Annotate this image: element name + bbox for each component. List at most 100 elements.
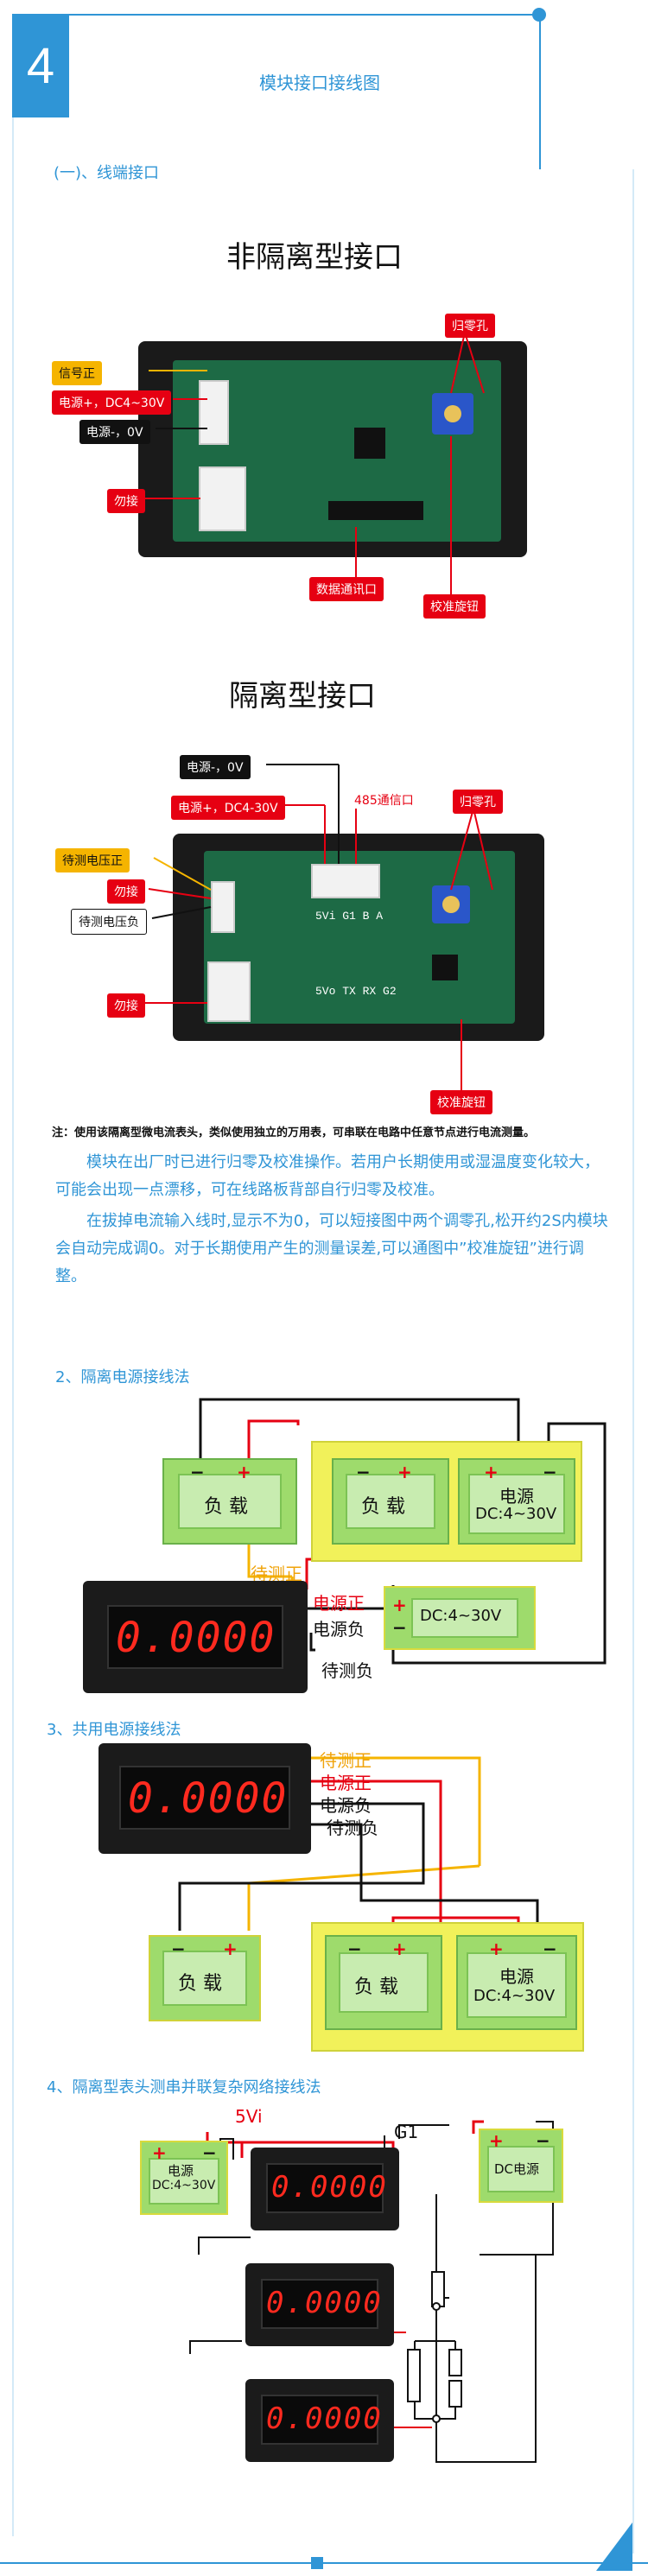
meter-display: 0.0000 [128, 1774, 289, 1823]
power-label: 电源 [499, 1966, 534, 1987]
note-text: 注：使用该隔离型微电流表头，类似使用独立的万用表，可串联在电路中任意节点进行电流… [52, 1126, 536, 1139]
step3-power: + − 电源 DC:4~30V [456, 1935, 577, 2030]
right-rail [632, 169, 634, 2554]
label-rs485: 485通信口 [354, 794, 414, 808]
subsection-title: (一)、线端接口 [54, 164, 160, 182]
paragraph-2-text: 在拔掉电流输入线时,显示不为0，可以短接图中两个调零孔,松开约2S内模块会自动完… [55, 1212, 608, 1285]
power-range: DC:4~30V [152, 2179, 216, 2192]
board-text-1: 5Vi G1 B A [315, 910, 384, 923]
minus-sign: − [356, 1462, 371, 1482]
paragraph-2: 在拔掉电流输入线时,显示不为0，可以短接图中两个调零孔,松开约2S内模块会自动完… [55, 1208, 608, 1291]
power-range: DC:4~30V [475, 1505, 557, 1523]
plus-sign: + [392, 1938, 407, 1959]
diagram1-title: 非隔离型接口 [226, 240, 403, 275]
left-rail [12, 117, 14, 2536]
step2-power: + − 电源 DC:4~30V [458, 1458, 575, 1545]
minus-sign: − [543, 1462, 557, 1482]
plus-sign: + [223, 1938, 238, 1959]
minus-sign: − [392, 1617, 407, 1638]
diagram2-title: 隔离型接口 [229, 679, 376, 714]
minus-sign: − [190, 1462, 205, 1482]
label-no-connect-2: 勿接 [107, 879, 145, 904]
step2-power-neg: 电源负 [313, 1619, 365, 1640]
step2-measure-neg: 待测负 [321, 1660, 373, 1681]
label-measure-neg: 待测电压负 [71, 909, 147, 935]
diagram1-leaders [145, 332, 485, 594]
header-line [69, 14, 536, 16]
label-no-connect-3: 勿接 [107, 993, 145, 1018]
meter-display: 0.0000 [271, 2170, 388, 2205]
meter-display: 0.0000 [266, 2402, 383, 2436]
step3-load-2: − + 负 载 [325, 1935, 442, 2030]
step2-meter: 0.0000 [83, 1581, 308, 1693]
power-label: DC电源 [494, 2161, 540, 2177]
minus-sign: − [536, 2130, 550, 2151]
diagram2-leaders [145, 764, 493, 1090]
plus-sign: + [397, 1462, 412, 1482]
step2-load-2: − + 负 载 [332, 1458, 449, 1545]
step3-power-pos: 电源正 [320, 1773, 372, 1793]
meter-display: 0.0000 [116, 1614, 276, 1662]
power-range: DC:4~30V [473, 1987, 556, 2005]
step3-meter: 0.0000 [98, 1743, 311, 1854]
paragraph-1: 模块在出厂时已进行归零及校准操作。若用户长期使用或湿温度变化较大，可能会出现一点… [55, 1149, 608, 1204]
step2-title: 2、隔离电源接线法 [55, 1368, 190, 1386]
plus-sign: + [152, 2142, 167, 2163]
step4-title: 4、隔离型表头测串并联复杂网络接线法 [47, 2078, 321, 2097]
board-text-2: 5Vo TX RX G2 [315, 985, 397, 998]
footer-square [311, 2557, 323, 2569]
plus-sign: + [237, 1462, 251, 1482]
minus-sign: − [543, 1938, 557, 1959]
plus-sign: + [489, 2130, 504, 2151]
step2-load-1: − + 负 载 [162, 1458, 297, 1545]
step4-right-power: + − DC电源 [479, 2129, 563, 2203]
step4-meter-3: 0.0000 [245, 2379, 394, 2462]
minus-sign: − [347, 1938, 362, 1959]
psu-label: DC:4~30V [420, 1607, 502, 1625]
load-label: 负 载 [178, 1973, 222, 1995]
step4-meter-1: 0.0000 [251, 2148, 399, 2230]
step4-5vi: 5Vi [235, 2106, 263, 2127]
label-data-port: 数据通讯口 [309, 577, 384, 601]
plus-sign: + [484, 1462, 499, 1482]
diagram1-pcb [138, 341, 527, 574]
footer-line [0, 2562, 648, 2564]
step3-title: 3、共用电源接线法 [47, 1721, 181, 1739]
step2-psu: + − DC:4~30V [384, 1586, 536, 1650]
plus-sign: + [392, 1595, 407, 1615]
step4-meter-2: 0.0000 [245, 2263, 394, 2346]
section-number: 4 [12, 14, 69, 117]
minus-sign: − [202, 2142, 217, 2163]
footer-triangle [596, 2522, 632, 2571]
header-line-vertical [539, 14, 541, 169]
label-power-pos: 电源+，DC4~30V [52, 390, 172, 415]
label-zero-hole: 归零孔 [445, 314, 495, 338]
step3-load-1: − + 负 载 [149, 1935, 261, 2021]
step3-power-neg: 电源负 [320, 1795, 372, 1816]
load-label: 负 载 [361, 1496, 405, 1518]
label-measure-pos: 待测电压正 [55, 848, 130, 872]
section-title: 模块接口接线图 [259, 73, 380, 93]
paragraph-1-text: 模块在出厂时已进行归零及校准操作。若用户长期使用或湿温度变化较大，可能会出现一点… [55, 1153, 600, 1199]
plus-sign: + [489, 1938, 504, 1959]
label-signal-pos: 信号正 [52, 361, 102, 385]
load-label: 负 载 [204, 1496, 248, 1518]
label-no-connect: 勿接 [107, 489, 145, 513]
label-power-neg-2: 电源-，0V [180, 755, 251, 779]
label-calib-knob-2: 校准旋钮 [430, 1090, 492, 1114]
meter-display: 0.0000 [266, 2286, 383, 2320]
power-label: 电源 [168, 2163, 194, 2179]
label-calib-knob: 校准旋钮 [423, 594, 486, 619]
step2-power-pos: 电源正 [313, 1593, 365, 1614]
label-power-pos-2: 电源+，DC4-30V [171, 796, 285, 820]
minus-sign: − [171, 1938, 186, 1959]
step4-left-power: + − 电源 DC:4~30V [140, 2141, 228, 2215]
power-label: 电源 [499, 1486, 534, 1507]
step3-measure-pos: 待测正 [320, 1750, 372, 1771]
label-zero-hole-2: 归零孔 [453, 790, 503, 814]
load-label: 负 载 [354, 1976, 398, 1998]
label-power-neg: 电源-，0V [79, 420, 150, 444]
step4-g1: G1 [394, 2122, 419, 2142]
diagram2-pcb: 5Vi G1 B A 5Vo TX RX G2 [173, 834, 544, 1058]
step3-measure-neg: 待测负 [327, 1818, 378, 1838]
